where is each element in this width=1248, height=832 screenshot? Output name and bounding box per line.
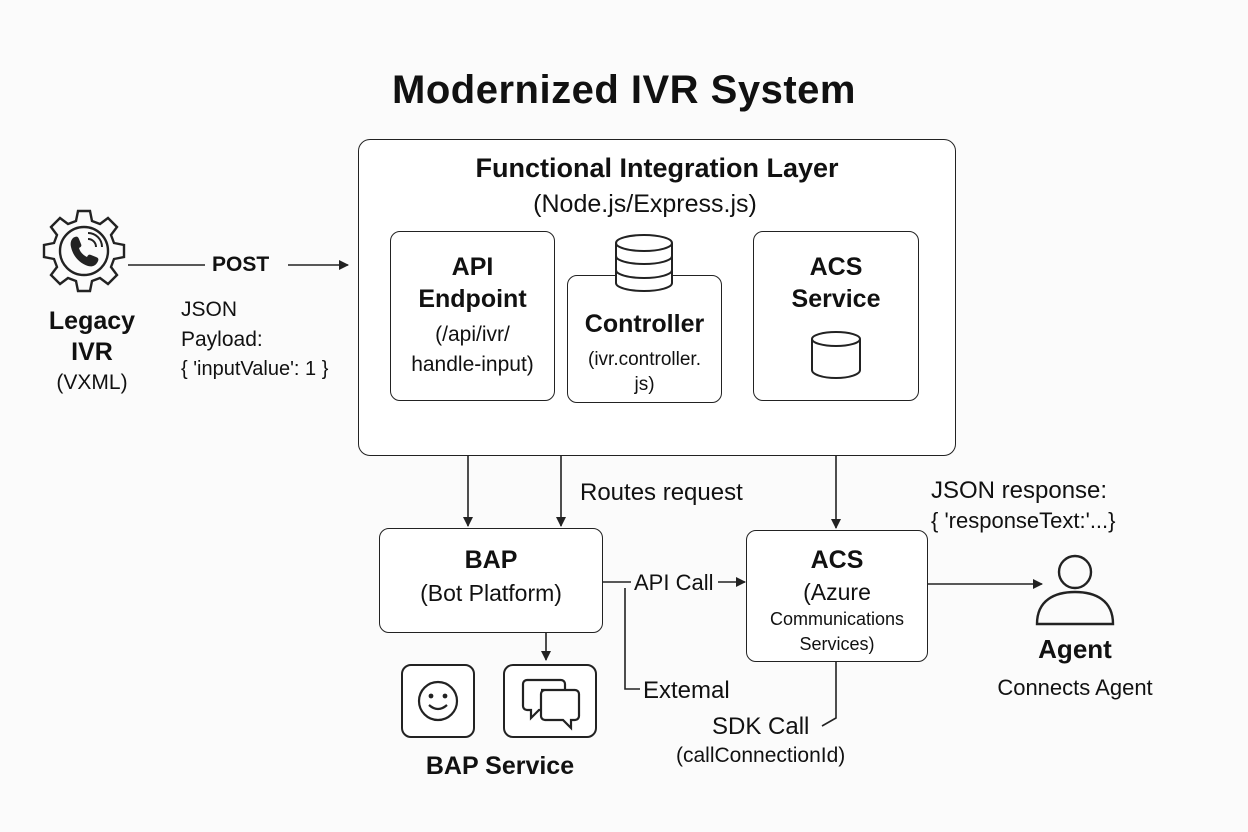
controller-file-2: js) bbox=[634, 374, 655, 395]
bap-box bbox=[379, 528, 603, 633]
api-endpoint-title: API bbox=[451, 253, 494, 281]
legacy-ivr-label: Legacy bbox=[48, 307, 136, 335]
acs-service-title: ACS bbox=[809, 253, 863, 281]
api-endpoint-box bbox=[390, 231, 555, 401]
payload-label: JSON bbox=[181, 298, 238, 321]
sdk-line bbox=[821, 662, 837, 727]
bap-subtitle: (Bot Platform) bbox=[420, 580, 562, 606]
acs-subtitle-3: Services) bbox=[799, 634, 875, 654]
json-response-value: { 'responseText:'...} bbox=[931, 508, 1116, 533]
chat-tile bbox=[503, 664, 597, 738]
acs-box bbox=[746, 530, 928, 662]
api-endpoint-title-2: Endpoint bbox=[418, 285, 527, 313]
controller-file: (ivr.controller. bbox=[588, 349, 701, 370]
agent-caption: Connects Agent bbox=[997, 675, 1153, 700]
chat-bubbles-icon bbox=[521, 678, 581, 731]
sdk-call-label: SDK Call bbox=[712, 713, 810, 740]
legacy-ivr-label-2: IVR bbox=[71, 338, 113, 366]
acs-database-icon bbox=[810, 330, 862, 380]
smiley-tile bbox=[401, 664, 475, 738]
fil-subtitle: (Node.js/Express.js) bbox=[533, 190, 757, 218]
api-call-label: API Call bbox=[634, 570, 714, 595]
smiley-icon bbox=[417, 680, 459, 722]
routes-request-label: Routes request bbox=[580, 479, 743, 506]
database-icon bbox=[613, 233, 675, 295]
acs-subtitle-2: Communications bbox=[769, 609, 905, 629]
sdk-call-param: (callConnectionId) bbox=[676, 744, 846, 767]
payload-label-2: Payload: bbox=[181, 328, 263, 351]
payload-value: { 'inputValue': 1 } bbox=[181, 358, 329, 380]
acs-service-title-2: Service bbox=[791, 285, 881, 313]
acs-title: ACS bbox=[810, 546, 864, 574]
bap-service-label: BAP Service bbox=[425, 752, 575, 780]
acs-subtitle: (Azure bbox=[803, 579, 871, 605]
bap-title: BAP bbox=[464, 546, 518, 574]
agent-person-icon bbox=[1030, 552, 1120, 630]
post-label: POST bbox=[212, 253, 270, 276]
api-endpoint-path: (/api/ivr/ bbox=[435, 323, 510, 346]
acs-service-box bbox=[753, 231, 919, 401]
legacy-ivr-gear-icon bbox=[36, 205, 132, 301]
controller-title: Controller bbox=[584, 310, 705, 338]
agent-label: Agent bbox=[1038, 634, 1112, 664]
fil-title: Functional Integration Layer bbox=[475, 153, 839, 183]
json-response-label: JSON response: bbox=[931, 477, 1108, 504]
legacy-ivr-type: (VXML) bbox=[56, 371, 128, 394]
external-line bbox=[624, 588, 640, 690]
api-endpoint-path-2: handle-input) bbox=[411, 353, 534, 376]
diagram-title: Modernized IVR System bbox=[392, 68, 856, 112]
external-label: Extemal bbox=[643, 677, 730, 704]
